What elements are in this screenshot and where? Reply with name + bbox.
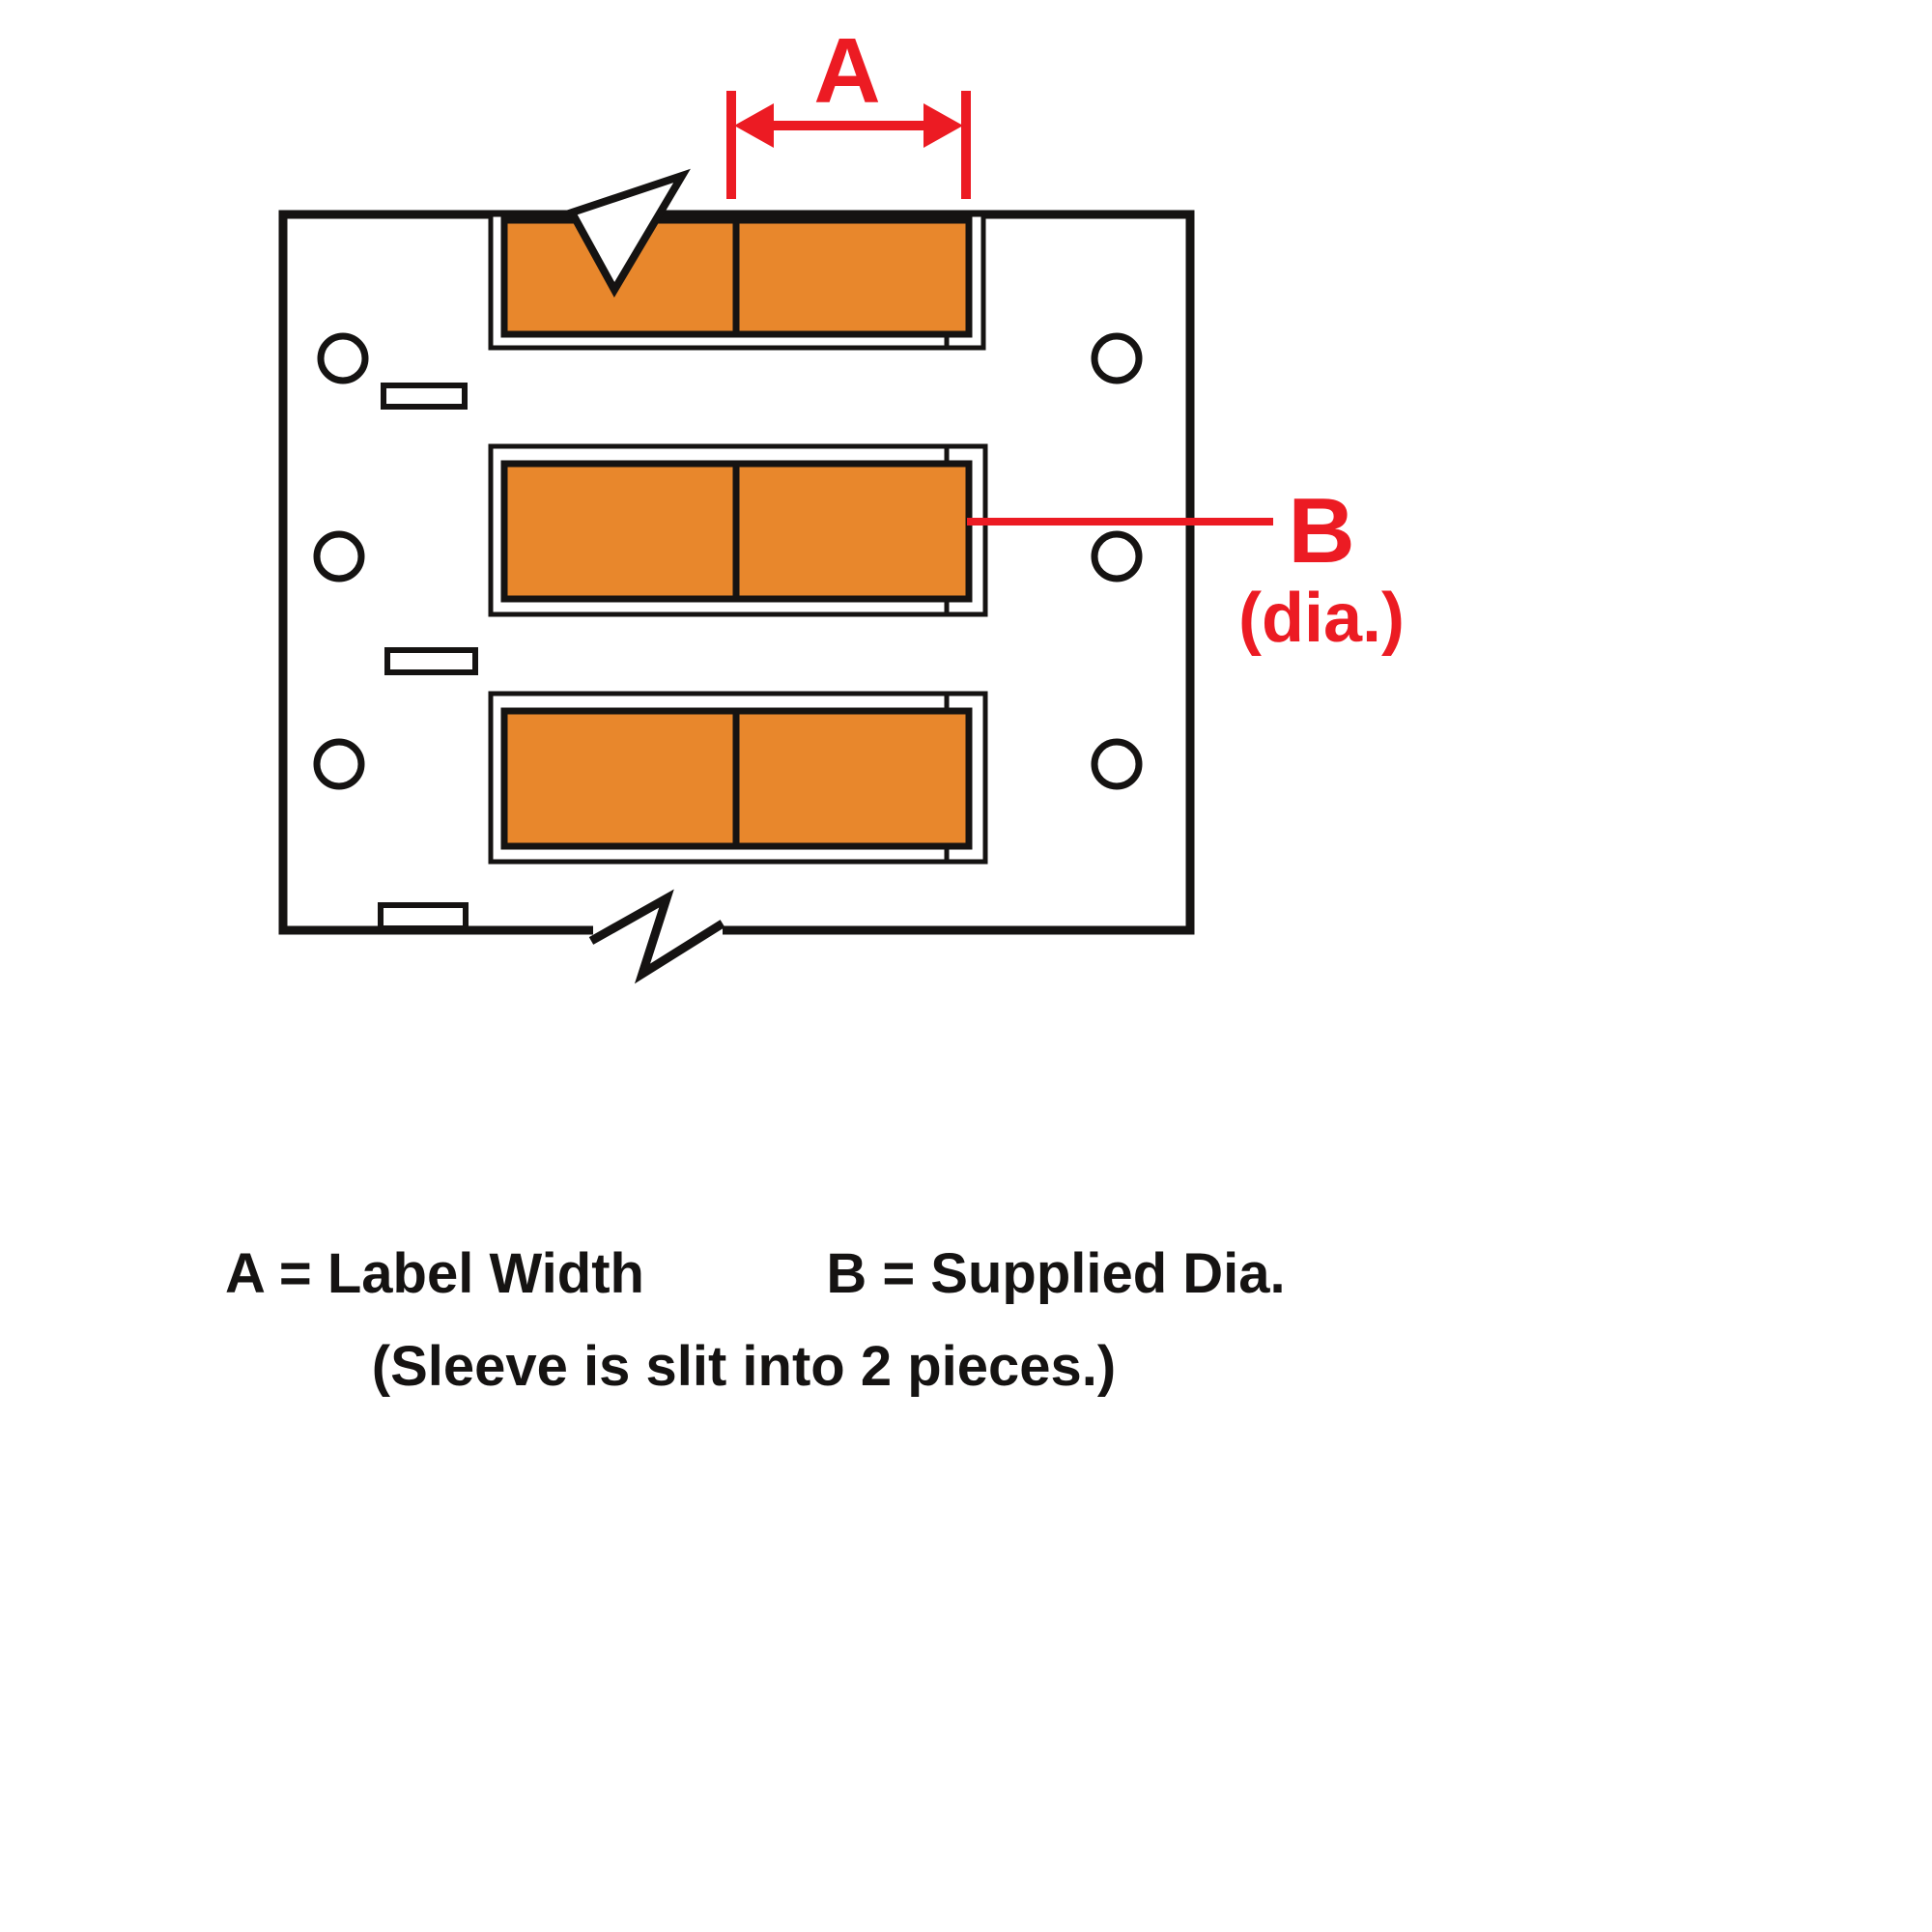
arrow-right-icon [923,103,963,148]
sleeve-row [488,443,988,617]
dimension-a: A [726,19,971,199]
tear-mark-top [566,168,691,298]
feed-hole [313,738,365,790]
legend: A = Label Width B = Supplied Dia. (Sleev… [225,1242,1286,1398]
alignment-slot [381,383,468,410]
legend-note: (Sleeve is slit into 2 pieces.) [372,1335,1116,1398]
dimension-a-label: A [813,19,880,123]
feed-hole [1091,530,1143,582]
sleeve-row [488,212,986,351]
legend-a-label: A = Label Width [225,1242,644,1305]
feed-hole [317,332,369,384]
feed-hole [1091,738,1143,790]
alignment-slot [384,647,478,675]
alignment-slot [378,902,469,931]
sleeve-row [488,691,988,865]
arrow-left-icon [734,103,774,148]
feed-hole [1091,332,1143,384]
feed-hole [313,530,365,582]
dimension-b: B (dia.) [967,479,1405,657]
legend-b-label: B = Supplied Dia. [826,1242,1285,1305]
dimension-b-label: B [1288,479,1354,582]
tear-mark-bottom-line [588,889,725,984]
dimension-b-sublabel: (dia.) [1238,580,1405,657]
